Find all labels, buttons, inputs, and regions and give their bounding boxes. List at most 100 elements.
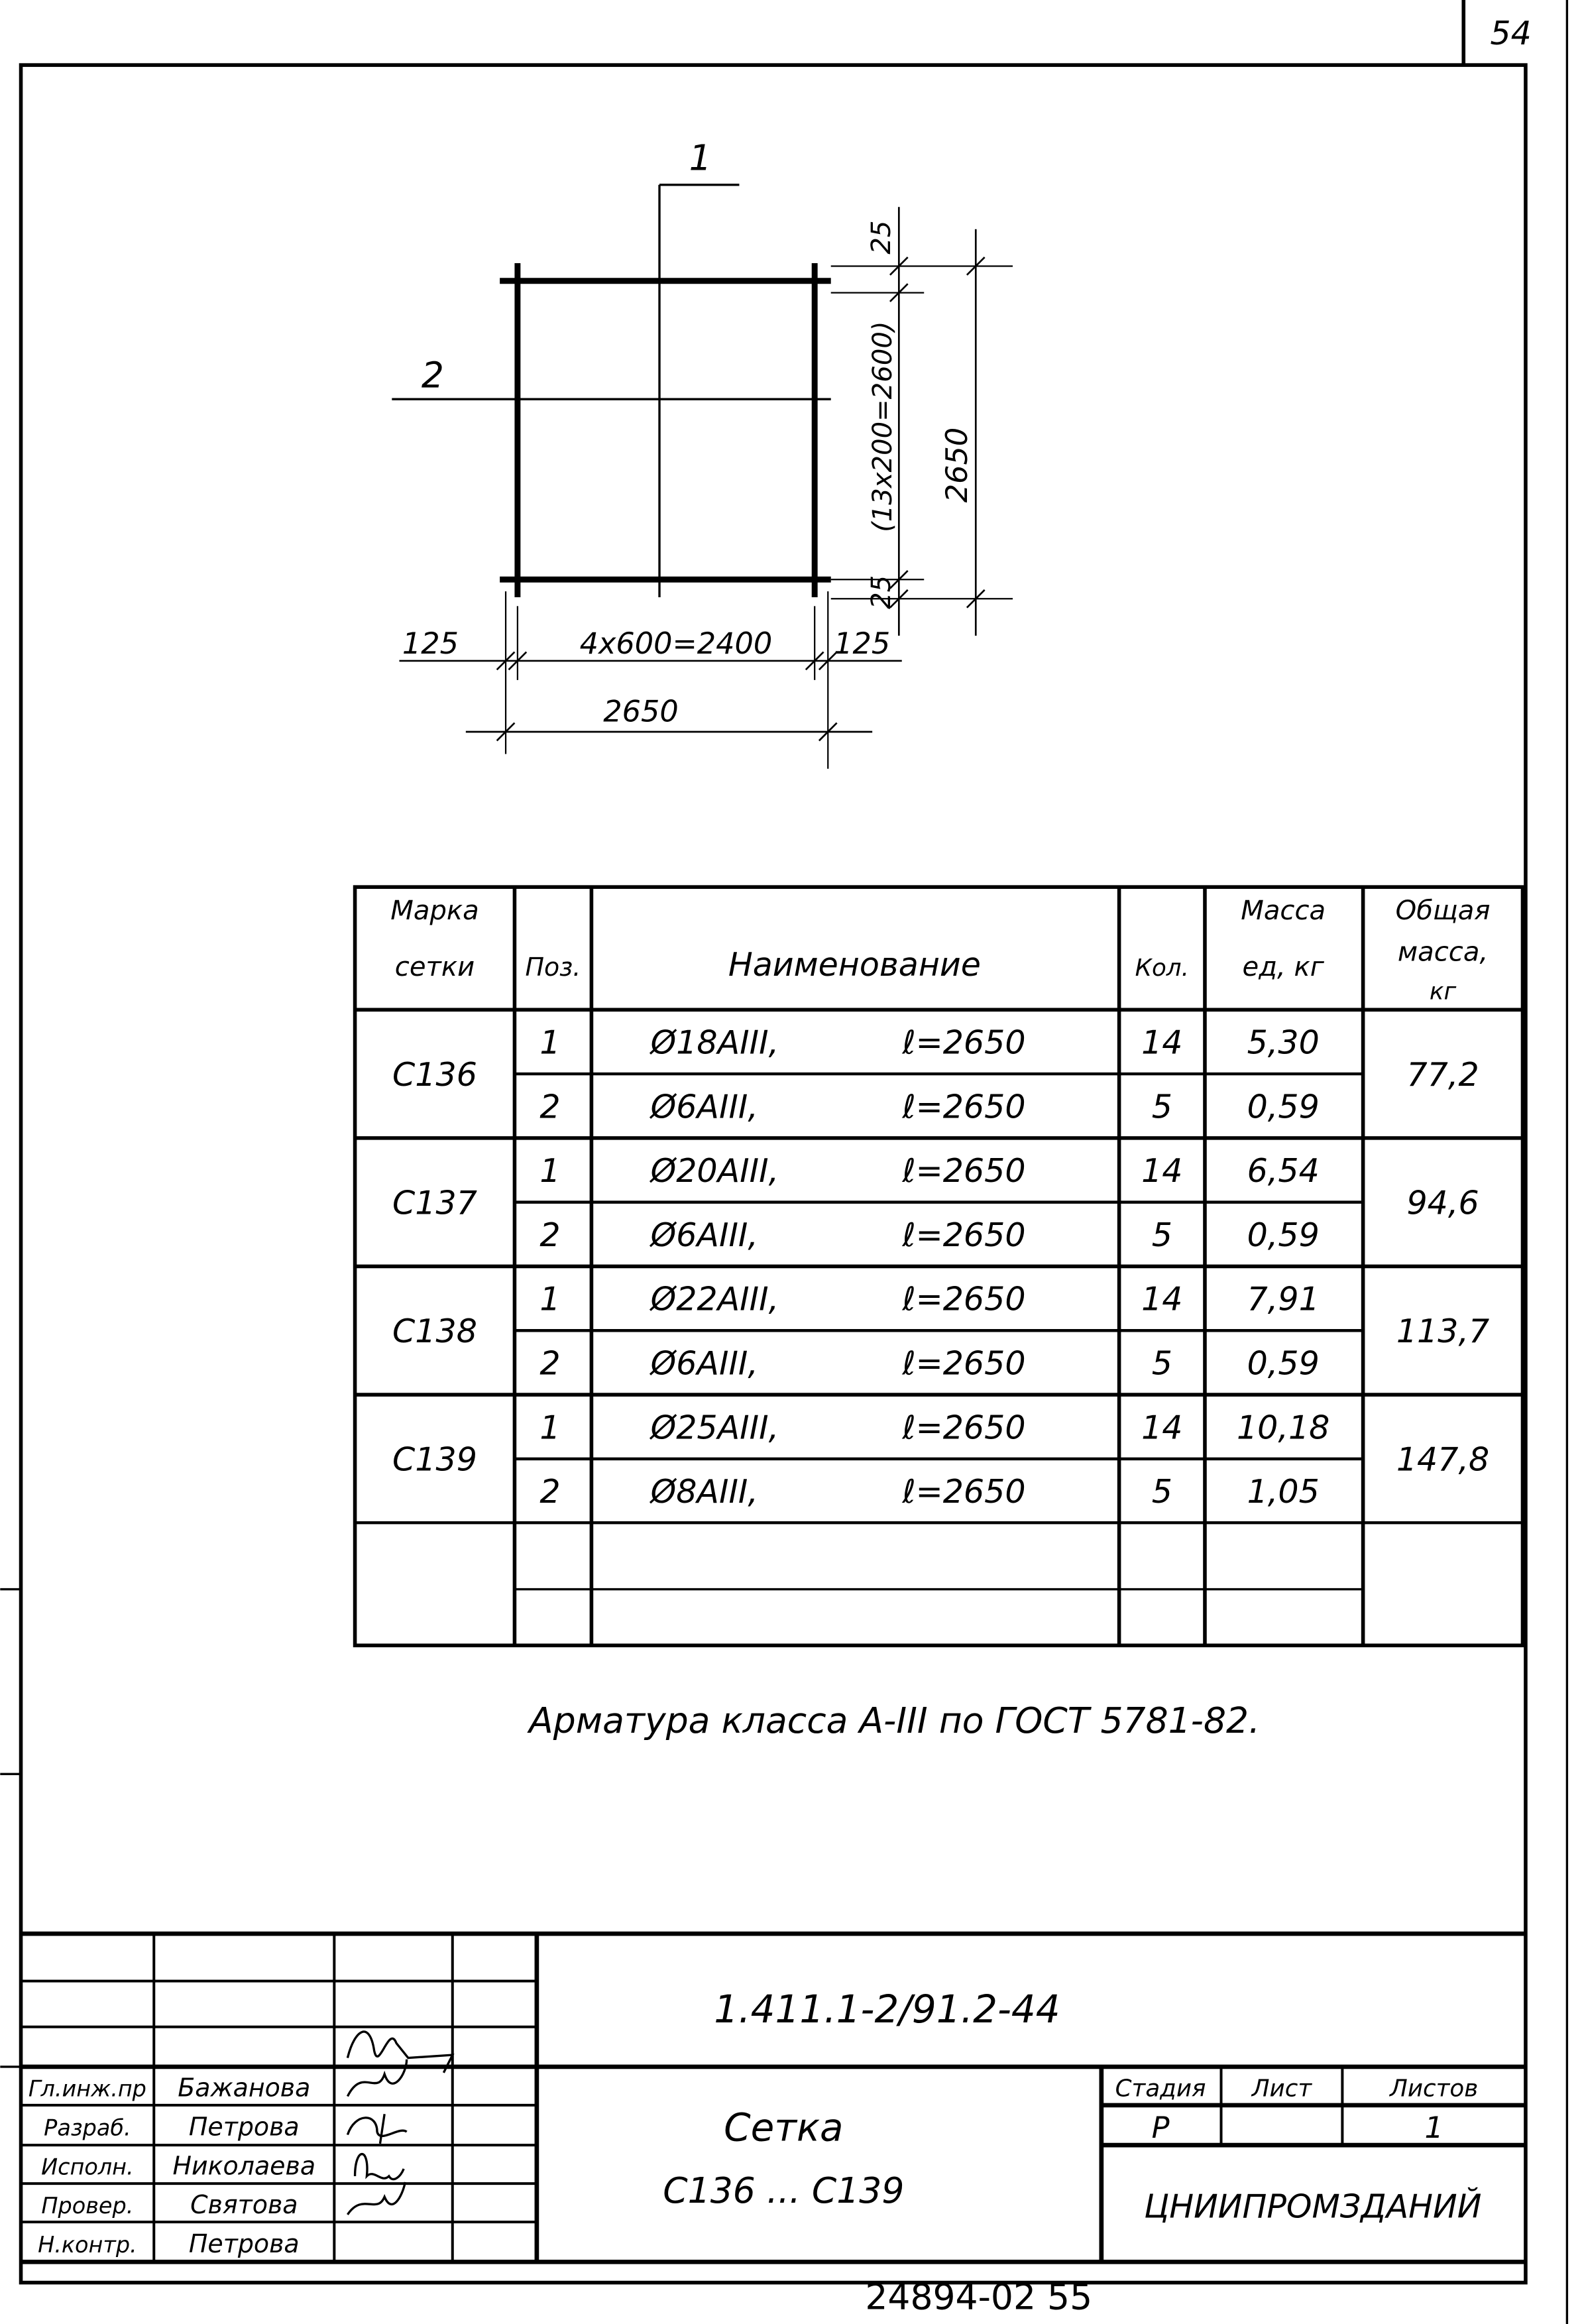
sheet-label: Лист	[1251, 2075, 1313, 2103]
bar-designation: Ø20АIII,	[650, 1151, 779, 1190]
position: 1	[539, 1408, 560, 1446]
drawing-title: Сетка	[724, 2105, 843, 2150]
position: 1	[539, 1280, 560, 1318]
total-mass: 94,6	[1406, 1184, 1479, 1222]
bar-designation: Ø18АIII,	[650, 1023, 779, 1062]
dim-spacing-horizontal: 4x600=2400	[580, 626, 773, 661]
staff-name: Бажанова	[178, 2073, 310, 2103]
staff-role: Провер.	[41, 2193, 133, 2219]
signature	[353, 2153, 405, 2181]
section-mark-1: 1	[689, 137, 712, 178]
bar-designation: Ø6АIII,	[650, 1087, 758, 1126]
sheets-label: Листов	[1388, 2075, 1478, 2103]
dim-total-horizontal: 2650	[603, 694, 679, 728]
specification-table: Марка сетки Поз. Наименование Кол. Масса ед, к…	[353, 885, 1525, 1648]
header-qty: Кол.	[1135, 955, 1189, 982]
quantity: 14	[1141, 1408, 1182, 1446]
dim-total-vertical: 2650	[940, 428, 974, 503]
stage-value: Р	[1152, 2111, 1170, 2145]
unit-mass: 0,59	[1247, 1344, 1320, 1382]
bar-length: ℓ=2650	[901, 1344, 1025, 1382]
total-mass: 147,8	[1396, 1440, 1489, 1479]
mesh-mark: С137	[392, 1184, 477, 1222]
dim-top-25: 25	[866, 221, 897, 255]
signature	[346, 2059, 408, 2097]
bar-designation: Ø8АIII,	[650, 1472, 758, 1511]
bar-designation: Ø6АIII,	[650, 1216, 758, 1254]
bar-designation: Ø25АIII,	[650, 1408, 779, 1446]
staff-name: Святова	[190, 2190, 298, 2219]
unit-mass: 1,05	[1247, 1472, 1320, 1511]
document-code: 1.411.1-2/91.2-44	[714, 1987, 1060, 2032]
header-mark: Марка	[390, 896, 479, 926]
quantity: 5	[1152, 1216, 1172, 1254]
quantity: 14	[1141, 1023, 1182, 1062]
header-mark: сетки	[395, 952, 475, 982]
quantity: 14	[1141, 1151, 1182, 1190]
bar-length: ℓ=2650	[901, 1472, 1025, 1511]
header-unit-mass: Масса	[1241, 896, 1326, 926]
mesh-drawing	[392, 184, 1013, 769]
signature	[347, 2181, 407, 2215]
position: 1	[539, 1023, 560, 1062]
dim-right-125: 125	[834, 626, 890, 661]
bar-designation: Ø6АIII,	[650, 1344, 758, 1382]
position: 1	[539, 1151, 560, 1190]
position: 2	[539, 1216, 560, 1254]
mesh-mark: С139	[392, 1440, 477, 1479]
header-total-mass: масса,	[1398, 937, 1488, 968]
unit-mass: 0,59	[1247, 1087, 1320, 1126]
bar-length: ℓ=2650	[901, 1087, 1025, 1126]
header-pos: Поз.	[525, 953, 581, 982]
quantity: 14	[1141, 1280, 1182, 1318]
unit-mass: 0,59	[1247, 1216, 1320, 1254]
stage-label: Стадия	[1115, 2075, 1206, 2103]
bar-length: ℓ=2650	[901, 1280, 1025, 1318]
mesh-mark: С136	[392, 1055, 477, 1094]
bar-length: ℓ=2650	[901, 1023, 1025, 1062]
mesh-mark: С138	[392, 1312, 477, 1350]
bar-length: ℓ=2650	[901, 1151, 1025, 1190]
position: 2	[539, 1344, 560, 1382]
header-total-mass: Общая	[1396, 896, 1491, 926]
organization-name: ЦНИИПРОМЗДАНИЙ	[1144, 2186, 1481, 2225]
bar-designation: Ø22АIII,	[650, 1280, 779, 1318]
staff-name: Петрова	[189, 2229, 300, 2258]
quantity: 5	[1152, 1087, 1172, 1126]
staff-role: Гл.инж.пр	[28, 2076, 146, 2102]
position: 2	[539, 1472, 560, 1511]
unit-mass: 7,91	[1247, 1280, 1320, 1318]
staff-role: Исполн.	[41, 2154, 134, 2179]
staff-role: Н.контр.	[38, 2232, 137, 2258]
bar-length: ℓ=2650	[901, 1216, 1025, 1254]
total-mass: 77,2	[1406, 1055, 1479, 1094]
position: 2	[539, 1087, 560, 1126]
total-mass: 113,7	[1396, 1312, 1489, 1350]
header-name: Наименование	[728, 945, 981, 984]
dim-left-125: 125	[402, 626, 459, 661]
unit-mass: 10,18	[1237, 1408, 1329, 1446]
quantity: 5	[1152, 1344, 1172, 1382]
header-unit-mass: ед, кг	[1243, 952, 1325, 982]
signature	[346, 2114, 408, 2144]
sheet-number: 54	[1490, 14, 1531, 52]
unit-mass: 6,54	[1247, 1151, 1320, 1190]
drawing-subtitle: С136 ... С139	[663, 2170, 904, 2211]
sheets-value: 1	[1424, 2111, 1443, 2145]
staff-name: Петрова	[189, 2112, 300, 2141]
footer-number: 24894-02 55	[865, 2276, 1092, 2318]
staff-name: Николаева	[173, 2151, 316, 2180]
unit-mass: 5,30	[1247, 1023, 1320, 1062]
dim-bottom-25: 25	[866, 575, 897, 609]
dim-spacing-vertical: (13x200=2600)	[868, 321, 898, 532]
header-total-mass: кг	[1430, 978, 1457, 1006]
reinforcement-note: Арматура класса А-III по ГОСТ 5781-82.	[527, 1700, 1260, 1741]
bar-length: ℓ=2650	[901, 1408, 1025, 1446]
staff-role: Разраб.	[44, 2115, 131, 2140]
signature	[346, 2030, 455, 2073]
section-mark-2: 2	[422, 354, 444, 396]
quantity: 5	[1152, 1472, 1172, 1511]
